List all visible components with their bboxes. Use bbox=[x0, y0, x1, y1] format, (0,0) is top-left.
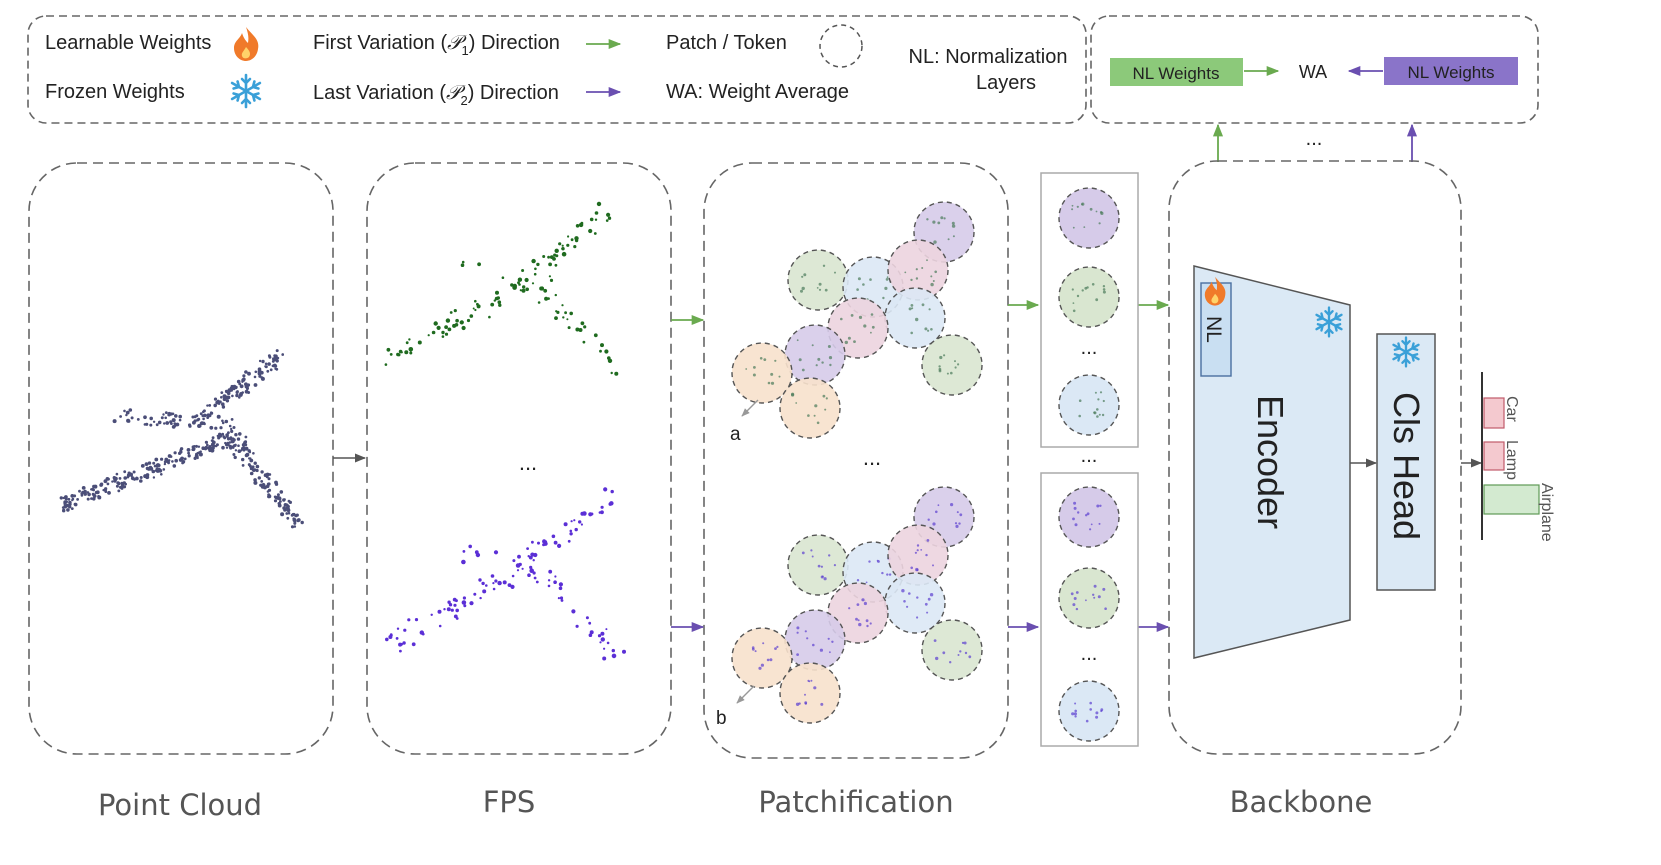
wa-ellipsis: ... bbox=[1306, 128, 1323, 150]
nl-weights-first bbox=[1110, 58, 1243, 86]
patch-group-last bbox=[731, 486, 983, 724]
patch-token bbox=[731, 342, 793, 404]
legend-first-variation: First Variation (𝒫1) Direction bbox=[313, 30, 560, 58]
legend-weight-average: WA: Weight Average bbox=[666, 81, 849, 103]
token bbox=[1058, 187, 1120, 249]
stage-label-patchification: Patchification bbox=[758, 785, 953, 819]
patch-ellipsis: ... bbox=[863, 445, 881, 470]
patch-label-b: b bbox=[716, 708, 727, 729]
patch-token bbox=[921, 334, 983, 396]
snowflake-icon bbox=[230, 73, 262, 109]
cls-head-label: Cls Head bbox=[1386, 392, 1427, 540]
patch-token bbox=[784, 609, 846, 671]
cls-head-block bbox=[1376, 333, 1436, 591]
point-cloud-airplane bbox=[59, 349, 304, 529]
stage-label-backbone: Backbone bbox=[1230, 785, 1373, 819]
patch-b-pointer bbox=[736, 685, 755, 704]
patch-label-a: a bbox=[730, 424, 741, 445]
fps-sample-first bbox=[384, 201, 619, 376]
patchification-panel bbox=[703, 162, 1009, 759]
patch-token bbox=[787, 534, 849, 596]
token-column-first bbox=[1040, 172, 1139, 448]
patch-group-first bbox=[731, 201, 983, 439]
legend-learnable-label: Learnable Weights bbox=[45, 32, 211, 54]
patch-token bbox=[731, 627, 793, 689]
output-bar-car bbox=[1483, 397, 1505, 429]
fps-sample-last bbox=[385, 487, 626, 661]
token-ellipsis-first: ... bbox=[1081, 337, 1098, 359]
patch-token bbox=[779, 662, 841, 724]
stage-label-fps: FPS bbox=[483, 785, 536, 819]
token bbox=[1058, 374, 1120, 436]
token-column-last bbox=[1040, 472, 1139, 747]
patch-token bbox=[884, 287, 946, 349]
output-label-lamp: Lamp bbox=[1503, 440, 1520, 480]
wa-label: WA bbox=[1299, 62, 1327, 82]
token-list-first bbox=[1058, 187, 1120, 436]
nl-weights-first-label: NL Weights bbox=[1133, 64, 1220, 83]
output-label-car: Car bbox=[1503, 396, 1520, 422]
legend-frozen-label: Frozen Weights bbox=[45, 81, 185, 103]
legend-box bbox=[27, 15, 1087, 124]
token-list-last bbox=[1058, 486, 1120, 742]
output-bar-airplane bbox=[1483, 484, 1540, 515]
patch-token bbox=[884, 572, 946, 634]
token bbox=[1058, 486, 1120, 548]
patch-circle-icon bbox=[819, 24, 863, 68]
output-bar-lamp bbox=[1483, 441, 1505, 471]
weight-average-box bbox=[1090, 15, 1539, 124]
token-ellipsis-last: ... bbox=[1081, 643, 1098, 665]
fps-panel bbox=[366, 162, 672, 755]
flame-icon bbox=[234, 27, 259, 61]
token bbox=[1058, 266, 1120, 328]
encoder-block bbox=[1193, 265, 1351, 659]
token bbox=[1058, 680, 1120, 742]
legend-nl-line2: Layers bbox=[976, 72, 1036, 94]
backbone-panel bbox=[1168, 160, 1462, 755]
patch-a-pointer bbox=[741, 399, 759, 417]
token-ellipsis-between: ... bbox=[1081, 445, 1098, 467]
legend-patch-token: Patch / Token bbox=[666, 32, 787, 54]
legend-nl-line1: NL: Normalization bbox=[909, 46, 1068, 68]
patch-token bbox=[784, 324, 846, 386]
nl-weights-last bbox=[1384, 57, 1518, 85]
patch-token bbox=[787, 249, 849, 311]
legend-last-variation: Last Variation (𝒫2) Direction bbox=[313, 80, 559, 108]
output-label-airplane: Airplane bbox=[1538, 483, 1555, 542]
stage-label-point-cloud: Point Cloud bbox=[98, 788, 262, 822]
nl-weights-last-label: NL Weights bbox=[1408, 63, 1495, 82]
patch-token bbox=[779, 377, 841, 439]
patch-token bbox=[921, 619, 983, 681]
fps-ellipsis: ... bbox=[519, 450, 537, 475]
token bbox=[1058, 567, 1120, 629]
encoder-label: Encoder bbox=[1250, 395, 1291, 529]
nl-layer-label: NL bbox=[1202, 316, 1225, 343]
